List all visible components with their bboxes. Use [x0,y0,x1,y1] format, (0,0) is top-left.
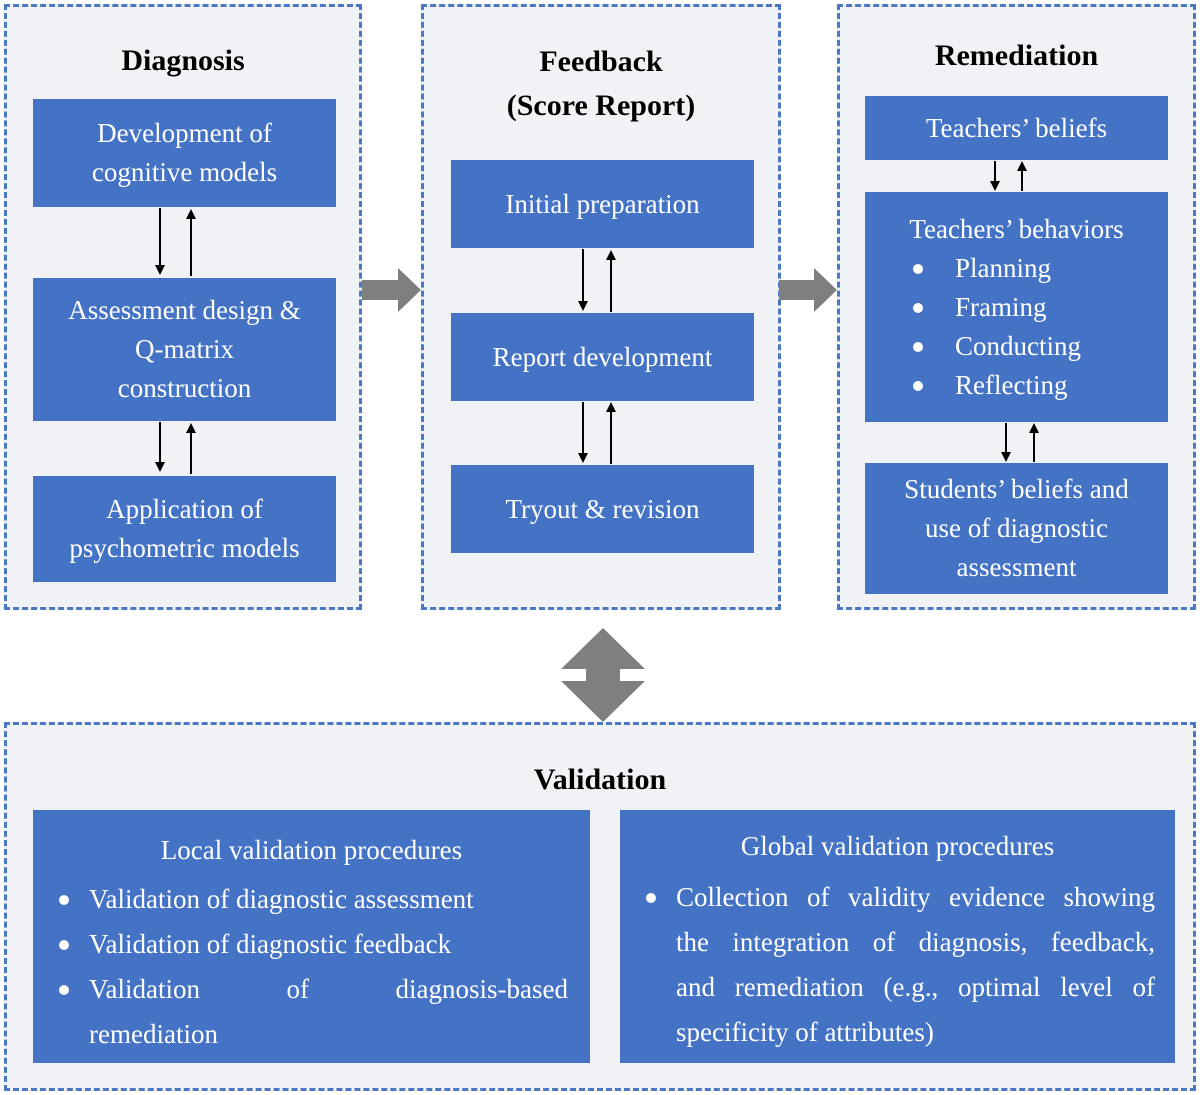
psychometric-models-box: Application of psychometric models [33,476,336,582]
cognitive-models-line1: Development of [97,118,272,148]
local-validation-title: Local validation procedures [160,835,463,865]
global-validation-box: Global validation procedures Collection … [620,810,1175,1063]
psychometric-models-line2: psychometric models [69,533,300,563]
students-beliefs-line1: Students’ beliefs and [904,474,1129,504]
teachers-behaviors-box: Teachers’ behaviors Planning Framing Con… [865,192,1168,422]
feedback-title: Feedback [539,45,663,78]
local-item-assessment: Validation of diagnostic assessment [33,877,568,922]
local-validation-list: Validation of diagnostic assessment Vali… [33,877,568,1057]
feedback-subtitle: (Score Report) [506,89,696,122]
local-item-remediation-word1: Validation [89,974,200,1004]
behavior-item-reflecting: Reflecting [913,366,1081,405]
teachers-behaviors-title: Teachers’ behaviors [909,213,1124,244]
global-validation-list: Collection of validity evidence showing … [620,875,1155,1055]
local-item-feedback: Validation of diagnostic feedback [33,922,568,967]
global-item-evidence: Collection of validity evidence showing … [620,875,1155,1055]
global-line-3: and remediation (e.g., optimal level of [676,972,1155,1002]
behavior-item-framing: Framing [913,288,1081,327]
local-item-remediation-line: Validation of diagnosis-based [89,967,568,1012]
teachers-beliefs-box: Teachers’ beliefs [865,96,1168,160]
initial-preparation-box: Initial preparation [451,160,754,248]
local-item-remediation: Validation of diagnosis-based remediatio… [33,967,568,1057]
behaviors-list: Planning Framing Conducting Reflecting [913,249,1081,405]
local-item-remediation-cont: remediation [89,1019,218,1049]
global-validation-title: Global validation procedures [740,831,1055,861]
assessment-design-line1: Assessment design & [68,295,301,325]
assessment-design-line2: Q-matrix [135,334,234,364]
cognitive-models-box: Development of cognitive models [33,99,336,207]
assessment-design-line3: construction [117,373,252,403]
global-line-4: specificity of attributes) [676,1017,934,1047]
report-development-box: Report development [451,313,754,401]
local-item-remediation-word3: diagnosis-based [395,974,569,1004]
global-line-1: Collection of validity evidence showing [676,882,1155,912]
local-item-remediation-word2: of [286,974,310,1004]
global-line-2: the integration of diagnosis, feedback, [676,927,1155,957]
block-arrow-feedback-to-remediation [779,268,837,312]
cognitive-models-line2: cognitive models [91,157,278,187]
students-beliefs-line3: assessment [956,552,1077,582]
assessment-design-box: Assessment design & Q-matrix constructio… [33,278,336,421]
students-beliefs-box: Students’ beliefs and use of diagnostic … [865,463,1168,594]
block-arrow-diagnosis-to-feedback [362,268,421,312]
behavior-item-planning: Planning [913,249,1081,288]
psychometric-models-line1: Application of [106,494,263,524]
validation-title: Validation [533,763,667,796]
students-beliefs-line2: use of diagnostic [925,513,1108,543]
remediation-title: Remediation [934,39,1099,72]
behavior-item-conducting: Conducting [913,327,1081,366]
tryout-revision-box: Tryout & revision [451,465,754,553]
local-validation-box: Local validation procedures Validation o… [33,810,590,1063]
diagnosis-title: Diagnosis [121,44,245,77]
double-arrow-validation [561,628,645,722]
